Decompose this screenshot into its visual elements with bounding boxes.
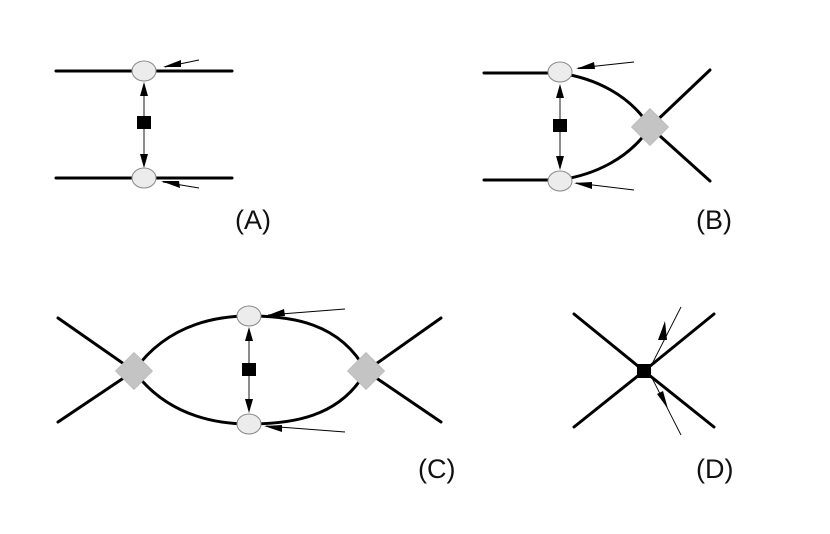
diagram-d-leg-lower-left xyxy=(572,369,646,429)
diagram-d-lower-external-arrow xyxy=(657,391,668,409)
diagram-d-leg-upper-right xyxy=(642,312,716,373)
diagram-b-square-vertex xyxy=(553,119,567,132)
label-panel-a: (A) xyxy=(235,205,271,235)
diagram-d-leg-upper-left xyxy=(572,312,646,373)
diagram-b xyxy=(482,61,712,192)
label-panel-b: (B) xyxy=(696,205,732,235)
diagram-b-top-vertex xyxy=(547,61,573,83)
diagram-c-bottom-vertex xyxy=(236,413,262,435)
diagram-b-upper-arc xyxy=(557,71,652,129)
diagram-b-outgoing-upper xyxy=(648,68,712,129)
diagram-c-bottom-external-arrow xyxy=(264,425,282,432)
diagram-c-top-vertex xyxy=(236,305,262,327)
diagram-b-exchange-arrow-down xyxy=(556,156,564,170)
diagram-a-bottom-vertex xyxy=(131,167,157,189)
diagram-a-exchange-arrow-up xyxy=(140,82,148,96)
diagram-c-right-lower-leg xyxy=(364,369,443,424)
diagram-d-square-vertex xyxy=(637,364,651,378)
diagram-b-bottom-vertex xyxy=(547,170,573,192)
diagram-b-diamond-vertex xyxy=(630,107,670,147)
diagram-c-exchange-arrow-down xyxy=(245,399,253,413)
diagram-b-top-external-arrow xyxy=(576,62,595,69)
diagram-a xyxy=(54,59,234,189)
diagram-b-exchange-arrow-up xyxy=(556,84,564,98)
diagram-a-exchange-arrow-down xyxy=(140,154,148,168)
label-panel-d: (D) xyxy=(696,454,734,484)
diagram-c-right-diamond-vertex xyxy=(346,351,386,391)
diagram-d-upper-external-arrow xyxy=(658,321,667,340)
diagram-c-left-lower-leg xyxy=(56,369,136,424)
diagram-c-left-upper-leg xyxy=(56,316,136,373)
diagram-c-left-diamond-vertex xyxy=(114,351,154,391)
label-panel-c: (C) xyxy=(418,454,456,484)
diagram-c-top-external-arrow xyxy=(266,309,285,316)
diagram-d-leg-lower-right xyxy=(642,369,716,429)
diagram-c-square-vertex xyxy=(242,363,256,376)
diagram-a-top-vertex xyxy=(131,60,157,82)
diagram-c-exchange-arrow-up xyxy=(245,327,253,341)
diagram-b-bottom-external-arrow xyxy=(574,182,592,189)
diagram-a-top-external-arrow xyxy=(163,60,181,67)
diagram-d xyxy=(572,306,716,436)
diagram-a-square-vertex xyxy=(137,116,151,129)
diagram-c-right-upper-leg xyxy=(364,316,443,373)
diagram-b-lower-arc xyxy=(557,125,652,182)
diagram-a-bottom-external-arrow xyxy=(161,181,180,188)
diagram-c xyxy=(56,305,443,435)
